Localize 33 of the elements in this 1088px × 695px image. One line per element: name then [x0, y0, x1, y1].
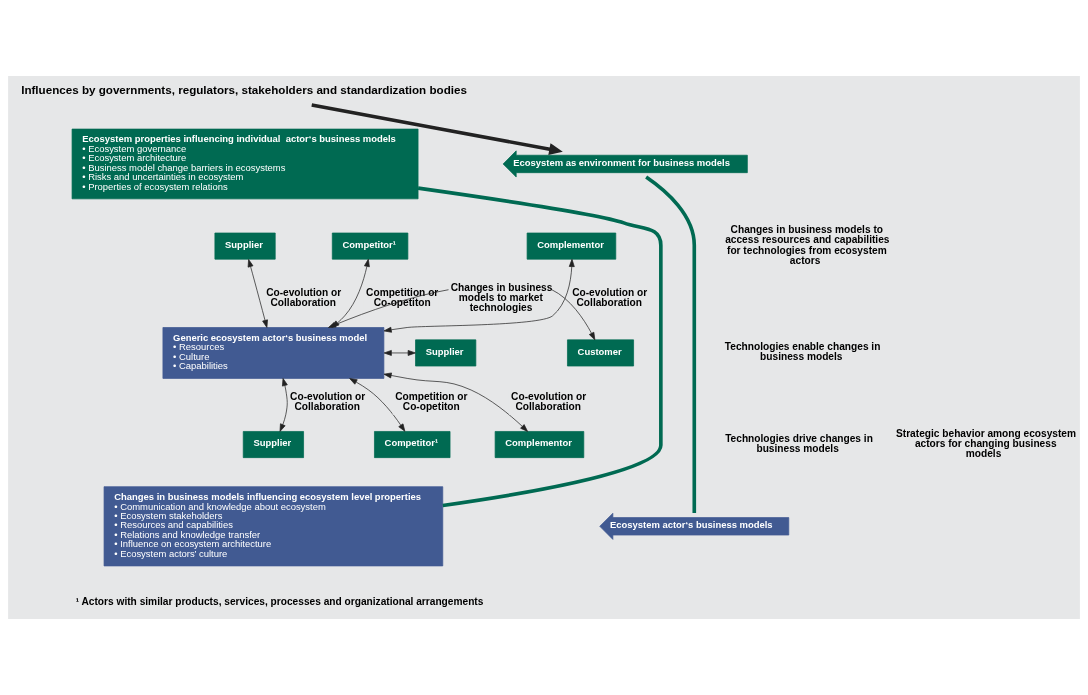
node-box: Customer: [567, 339, 634, 367]
node-box: Changes in business models influencing ecosystem level properties • Communication and knowledge about ecosystem • Ecosystem stakeholders • Resources and capabilities • Relations and knowledge transfer • Influence on ecosystem architecture • Ecosystem actors’ culture: [103, 486, 444, 567]
arrow: [247, 259, 268, 328]
node-box: Supplier: [415, 339, 477, 367]
node-box: Generic ecosystem actor‘s business model • Resources • Culture • Capabilities: [162, 327, 385, 379]
node-box: Ecosystem properties influencing individual actor‘s business models • Ecosystem governance • Ecosystem architecture • Business model change barriers in ecosystems • Risks and uncertainties in ecosystem • Properties of ecosystem relations: [71, 128, 419, 200]
node-box: Supplier: [242, 431, 304, 458]
label: Technologies enable changes in business models: [724, 341, 881, 363]
arrow: [311, 103, 563, 155]
label: Technologies drive changes in business models: [725, 432, 873, 454]
edge-label: Co-evolution or Collaboration: [511, 390, 587, 412]
arrow: [383, 350, 416, 356]
label: Changes in business models to access resources and capabilities for technologies from ecosystem actors: [725, 224, 890, 266]
edge-label: Changes in business models to market technologies: [450, 281, 553, 313]
connector: [417, 186, 663, 508]
edge-label: Co-evolution or Collaboration: [266, 286, 342, 308]
label: ¹ Actors with similar products, services, processes and organizational arrangements: [75, 595, 484, 607]
node-box: Competitor¹: [331, 232, 409, 260]
edge-label: Co-evolution or Collaboration: [290, 390, 366, 412]
node-text: Influences by governments, regulators, stakeholders and standardization bodies: [21, 83, 467, 97]
arrow: [349, 378, 406, 432]
arrow: [279, 378, 288, 432]
label: Strategic behavior among ecosystem actors for changing business models: [896, 427, 1077, 460]
node-box: Competitor¹: [374, 431, 451, 458]
arrow: [383, 258, 575, 333]
connector: [645, 175, 697, 514]
arrow: [383, 372, 528, 432]
edge-label: Competition or Co-opetiton: [366, 286, 439, 308]
edge-label: Competition or Co-opetiton: [395, 390, 468, 412]
edge-label: Co-evolution or Collaboration: [572, 286, 648, 308]
node-box: Supplier: [214, 232, 276, 260]
node-box: Complementor: [494, 431, 585, 458]
node-box: Complementor: [526, 232, 617, 260]
